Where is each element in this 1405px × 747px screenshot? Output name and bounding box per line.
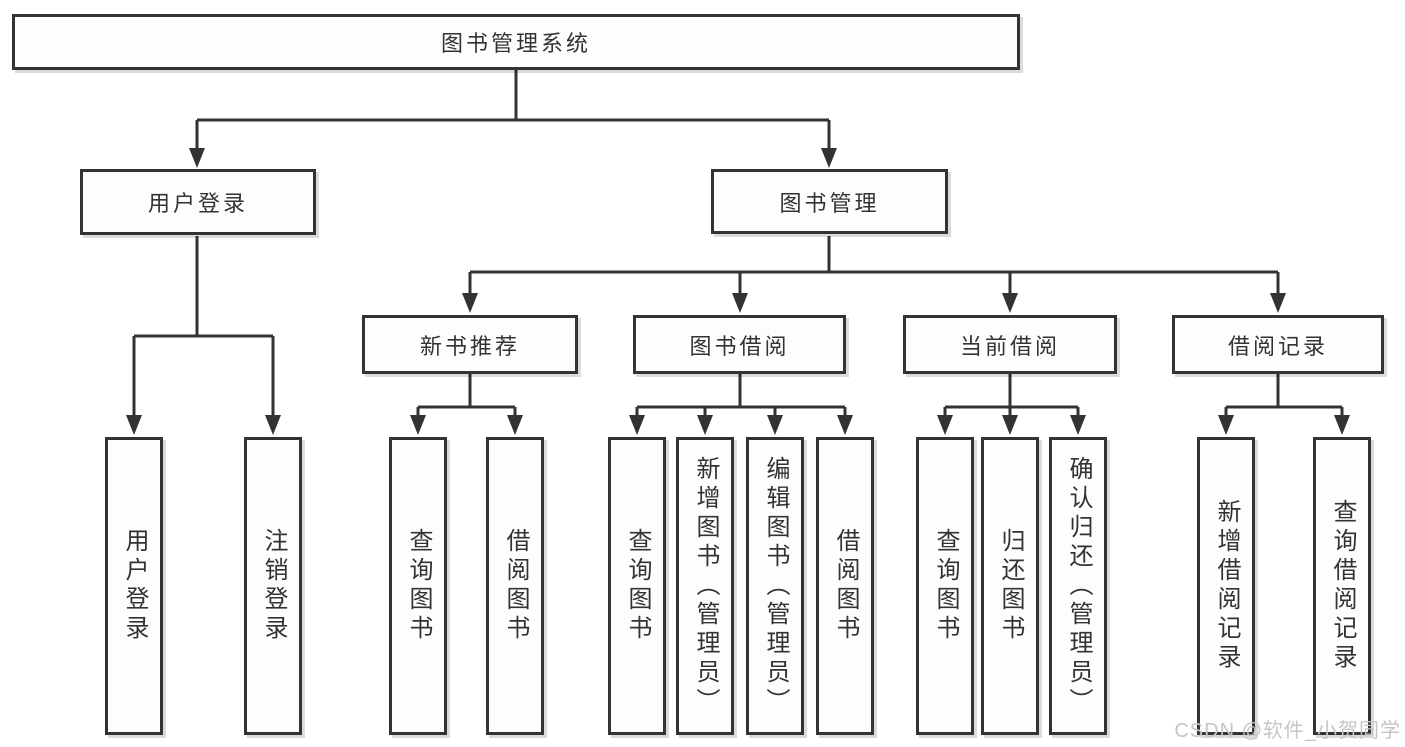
leaf-query-borrow-record: 查询借阅记录 xyxy=(1313,437,1371,735)
node-current-borrowing: 当前借阅 xyxy=(903,315,1117,374)
leaf-return-books: 归还图书 xyxy=(981,437,1039,735)
leaf-add-borrow-record: 新增借阅记录 xyxy=(1197,437,1255,735)
connector-book-borrowing xyxy=(635,374,847,417)
connector-book-management-arrowheads xyxy=(462,293,1286,313)
connector-user-login-arrowheads xyxy=(126,415,281,435)
connector-user-login xyxy=(132,236,275,417)
leaf-query-books-current: 查询图书 xyxy=(916,437,974,735)
leaf-query-books-borrowing: 查询图书 xyxy=(608,437,666,735)
leaf-add-book-admin: 新增图书（管理员） xyxy=(676,437,734,735)
leaf-borrow-books-borrowing: 借阅图书 xyxy=(816,437,874,735)
node-borrowing-records: 借阅记录 xyxy=(1172,315,1384,374)
csdn-watermark: CSDN @软件_小贺同学 xyxy=(1174,720,1401,742)
connector-book-borrowing-arrowheads xyxy=(629,415,853,435)
connector-borrowing-records xyxy=(1224,374,1344,417)
node-new-book-recommend: 新书推荐 xyxy=(362,315,578,374)
node-user-login: 用户登录 xyxy=(80,169,316,235)
leaf-confirm-return-admin: 确认归还（管理员） xyxy=(1049,437,1107,735)
connector-borrowing-records-arrowheads xyxy=(1218,415,1350,435)
leaf-logout: 注销登录 xyxy=(244,437,302,735)
connector-current-borrowing-arrowheads xyxy=(937,415,1086,435)
connector-new-book-recommend xyxy=(416,374,517,417)
connector-root xyxy=(195,70,831,150)
node-book-borrowing: 图书借阅 xyxy=(633,315,846,374)
connector-new-book-recommend-arrowheads xyxy=(410,415,523,435)
connector-current-borrowing xyxy=(943,374,1080,417)
leaf-edit-book-admin: 编辑图书（管理员） xyxy=(746,437,804,735)
leaf-query-books-recommend: 查询图书 xyxy=(389,437,447,735)
node-book-management: 图书管理 xyxy=(711,169,948,234)
leaf-user-login: 用户登录 xyxy=(105,437,163,735)
node-book-management-system: 图书管理系统 xyxy=(12,14,1020,70)
connector-root-arrowheads xyxy=(189,148,837,168)
connector-book-management xyxy=(468,236,1280,295)
leaf-borrow-books-recommend: 借阅图书 xyxy=(486,437,544,735)
